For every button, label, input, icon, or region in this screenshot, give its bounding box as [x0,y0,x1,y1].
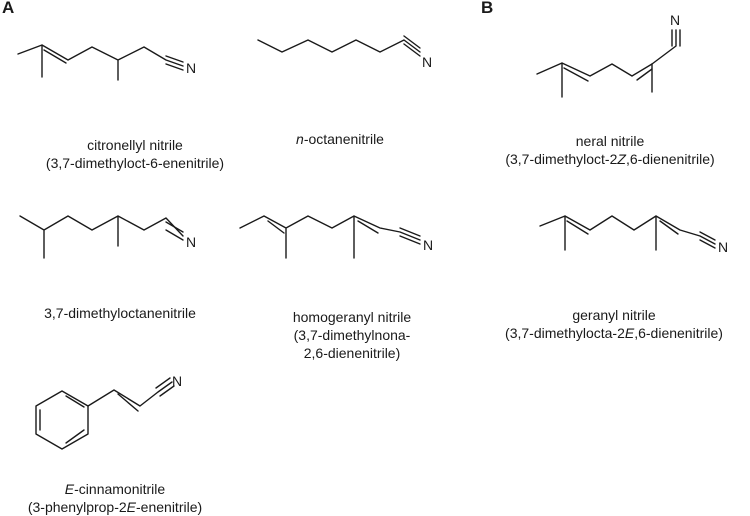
homogeranyl-nitrile-structure: N [239,215,433,259]
panel-label-b: B [481,0,494,17]
nitrogen-label: N [718,239,728,255]
neral-nitrile-structure: N [536,12,681,98]
caption-cinnamonitrile: E-cinnamonitrile (3-phenylprop-2E-enenit… [27,481,203,515]
caption-octanenitrile: n-octanenitrile [296,131,384,147]
geranyl-nitrile-structure: N [539,215,728,255]
nitrogen-label: N [423,237,433,253]
nitrogen-label: N [186,60,196,76]
nitrogen-label: N [670,12,680,28]
cinnamonitrile-structure: N [35,373,182,450]
nitrogen-label: N [422,54,432,70]
octanenitrile-structure: N [257,35,432,70]
caption-homogeranyl-nitrile: homogeranyl nitrile (3,7-dimethylnona- 2… [292,309,412,361]
panel-label-a: A [2,0,15,17]
dimethyloctanenitrile-structure: N [19,215,196,259]
nitrogen-label: N [172,373,182,389]
nitrogen-label: N [186,234,196,250]
caption-dimethyloctanenitrile: 3,7-dimethyloctanenitrile [44,305,196,321]
caption-neral-nitrile: neral nitrile (3,7-dimethyloct-2Z,6-dien… [505,133,715,167]
caption-geranyl-nitrile: geranyl nitrile (3,7-dimethylocta-2E,6-d… [505,307,723,341]
citronellyl-nitrile-structure: N [17,44,196,81]
caption-citronellyl-nitrile: citronellyl nitrile (3,7-dimethyloct-6-e… [45,137,225,171]
